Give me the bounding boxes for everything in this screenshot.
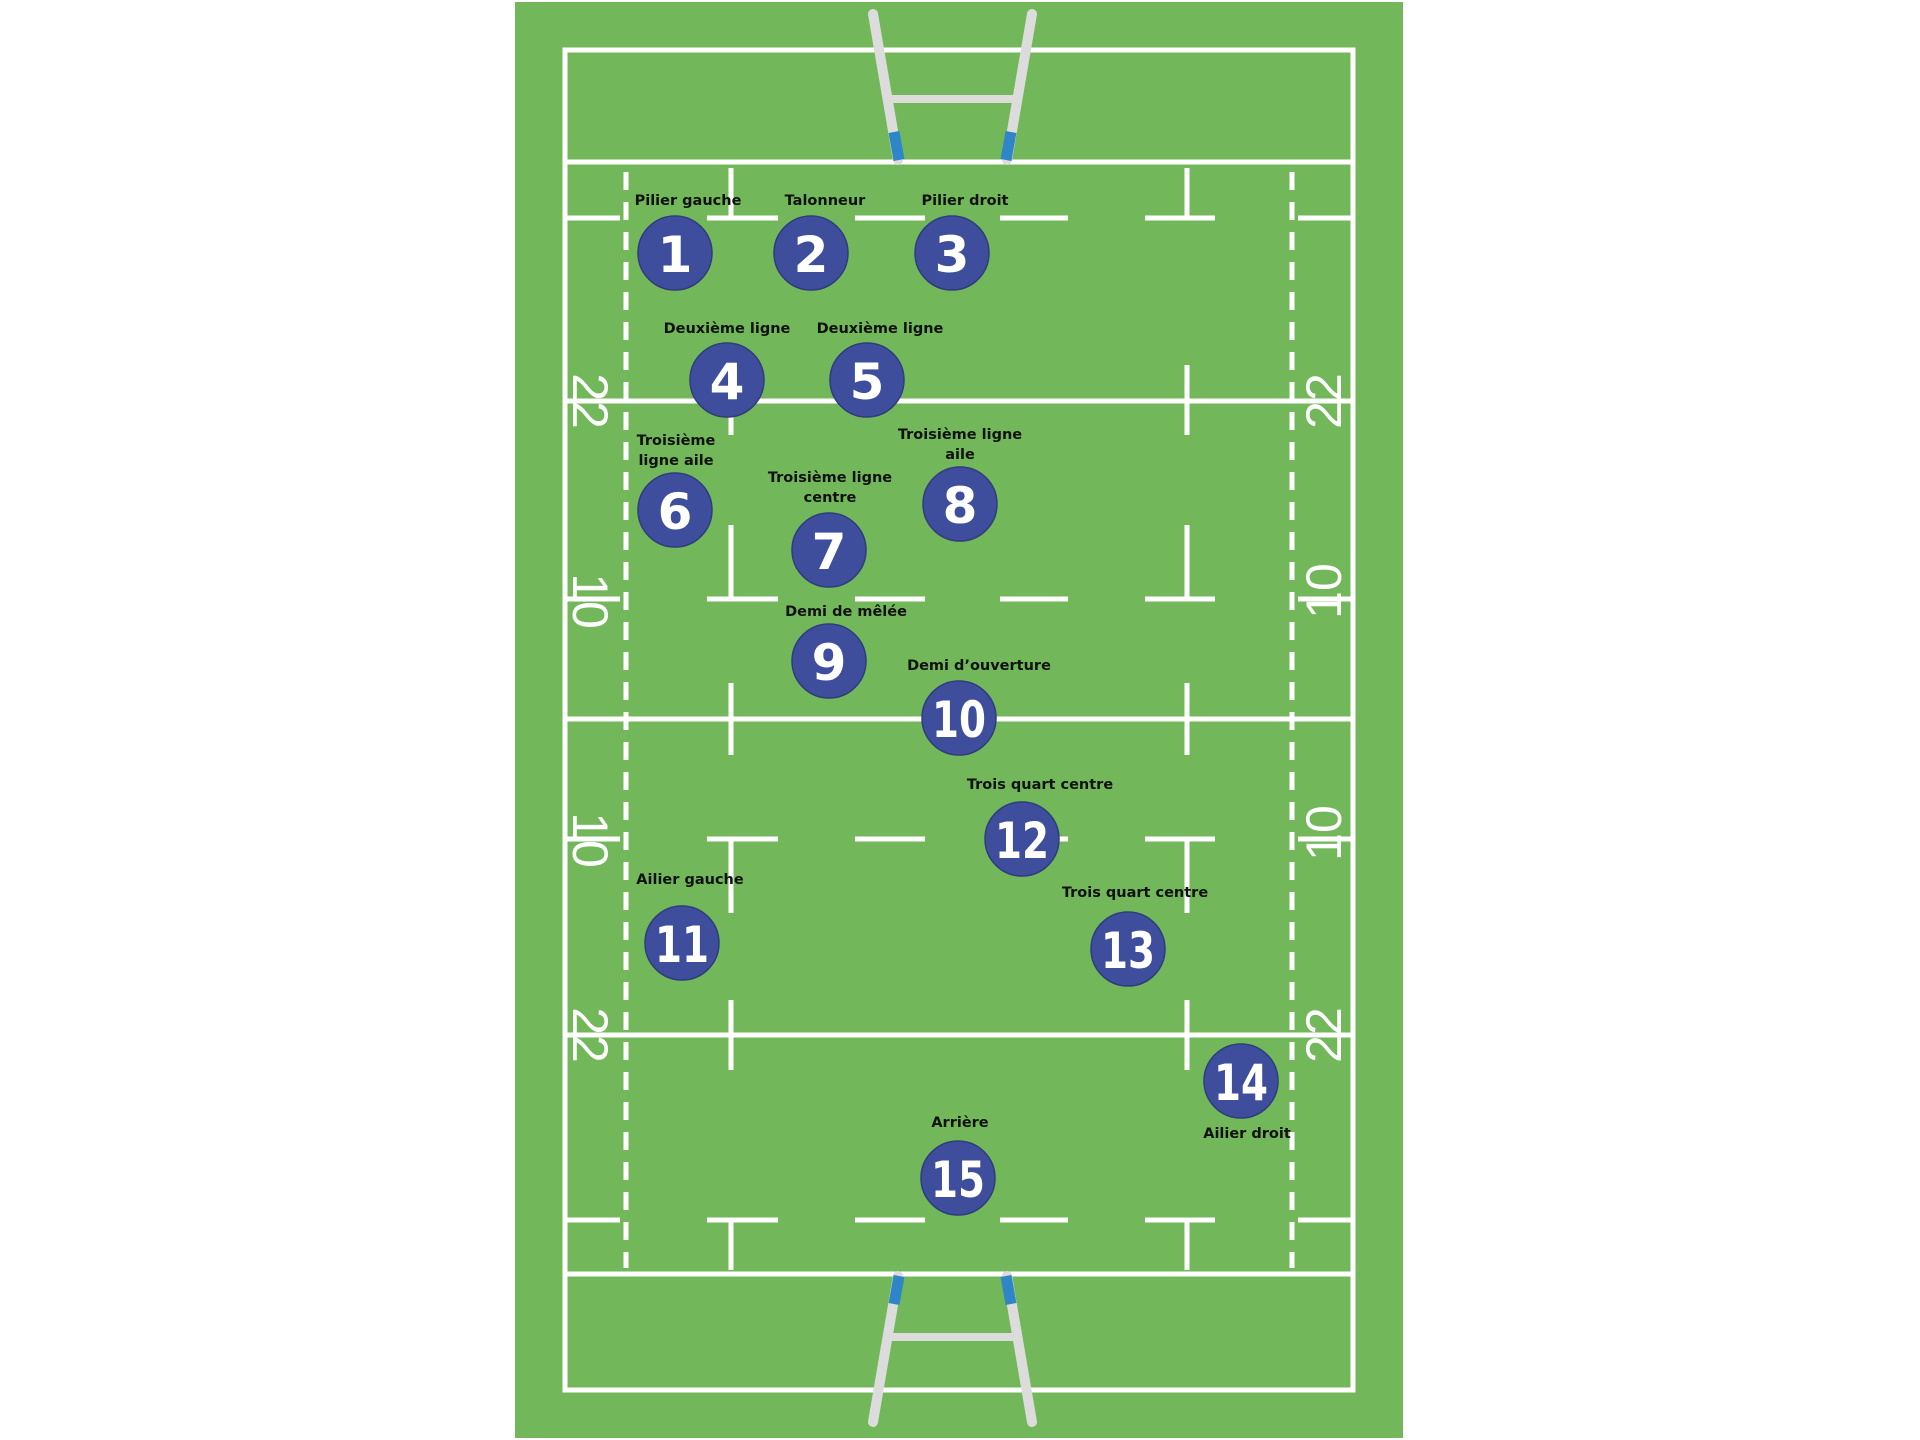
player-6-label: ligne aile xyxy=(638,453,713,469)
field-number-22-bottom-left: 22 xyxy=(562,1007,618,1063)
player-8-label: aile xyxy=(945,447,975,463)
player-15: 15 Arrière xyxy=(920,1115,996,1216)
field-numbers: 22 22 10 10 10 10 22 22 xyxy=(562,373,1352,1063)
player-15-label: Arrière xyxy=(931,1115,988,1131)
player-6: 6 Troisième ligne aile xyxy=(637,433,716,548)
player-2-number: 2 xyxy=(794,226,829,284)
field-number-22-top-left: 22 xyxy=(562,373,618,429)
field-number-10-top-right: 10 xyxy=(1296,563,1352,619)
player-12-label: Trois quart centre xyxy=(967,777,1114,793)
player-13: 13 Trois quart centre xyxy=(1062,885,1209,987)
player-7-number: 7 xyxy=(812,523,847,581)
player-12-number: 12 xyxy=(995,812,1049,870)
player-14-label: Ailier droit xyxy=(1203,1126,1291,1142)
player-2: 2 Talonneur xyxy=(773,193,867,291)
player-6-number: 6 xyxy=(658,483,693,541)
player-10-circle xyxy=(921,680,997,756)
player-12-circle xyxy=(984,801,1060,877)
player-3-label: Pilier droit xyxy=(922,193,1009,209)
player-2-circle xyxy=(773,215,849,291)
player-14-number: 14 xyxy=(1214,1054,1268,1112)
player-11-label: Ailier gauche xyxy=(636,872,744,888)
dashed-markings xyxy=(565,168,1353,1270)
player-1-number: 1 xyxy=(658,226,693,284)
player-4: 4 Deuxième ligne xyxy=(664,321,791,418)
player-13-number: 13 xyxy=(1101,922,1155,980)
player-13-circle xyxy=(1090,911,1166,987)
player-10: 10 Demi d’ouverture xyxy=(907,658,1051,756)
player-14-circle xyxy=(1203,1043,1279,1119)
goal-posts-bottom xyxy=(868,1271,1037,1427)
player-8-circle xyxy=(922,466,998,542)
field-number-22-top-right: 22 xyxy=(1296,373,1352,429)
player-9: 9 Demi de mêlée xyxy=(785,604,907,699)
player-15-number: 15 xyxy=(931,1151,985,1209)
player-8: 8 Troisième ligne aile xyxy=(898,427,1022,542)
player-5-circle xyxy=(829,342,905,418)
player-9-number: 9 xyxy=(812,634,847,692)
player-2-label: Talonneur xyxy=(785,193,867,209)
player-13-label: Trois quart centre xyxy=(1062,885,1209,901)
player-15-circle xyxy=(920,1140,996,1216)
player-5: 5 Deuxième ligne xyxy=(817,321,944,418)
player-6-label: Troisième xyxy=(637,433,716,449)
player-7-circle xyxy=(791,512,867,588)
player-11: 11 Ailier gauche xyxy=(636,872,744,981)
player-1: 1 Pilier gauche xyxy=(635,193,742,291)
player-9-circle xyxy=(791,623,867,699)
player-1-circle xyxy=(637,215,713,291)
player-7: 7 Troisième ligne centre xyxy=(768,470,892,588)
player-10-number: 10 xyxy=(932,691,986,749)
player-6-circle xyxy=(637,472,713,548)
player-3-circle xyxy=(914,215,990,291)
player-1-label: Pilier gauche xyxy=(635,193,742,209)
field-number-10-top-left: 10 xyxy=(562,573,618,629)
player-5-number: 5 xyxy=(850,353,885,411)
goal-posts-top xyxy=(868,9,1037,165)
field-number-10-bottom-left: 10 xyxy=(562,812,618,868)
player-3-number: 3 xyxy=(935,226,970,284)
player-8-number: 8 xyxy=(943,477,978,535)
field-number-10-bottom-right: 10 xyxy=(1296,805,1352,861)
player-4-number: 4 xyxy=(710,353,745,411)
player-4-label: Deuxième ligne xyxy=(664,321,791,337)
player-5-label: Deuxième ligne xyxy=(817,321,944,337)
player-7-label: centre xyxy=(804,490,857,506)
player-12: 12 Trois quart centre xyxy=(967,777,1114,877)
player-3: 3 Pilier droit xyxy=(914,193,1009,291)
player-8-label: Troisième ligne xyxy=(898,427,1022,443)
player-4-circle xyxy=(689,342,765,418)
player-11-circle xyxy=(644,905,720,981)
player-7-label: Troisième ligne xyxy=(768,470,892,486)
player-10-label: Demi d’ouverture xyxy=(907,658,1051,674)
player-11-number: 11 xyxy=(655,916,709,974)
field-number-22-bottom-right: 22 xyxy=(1296,1007,1352,1063)
player-9-label: Demi de mêlée xyxy=(785,604,907,620)
